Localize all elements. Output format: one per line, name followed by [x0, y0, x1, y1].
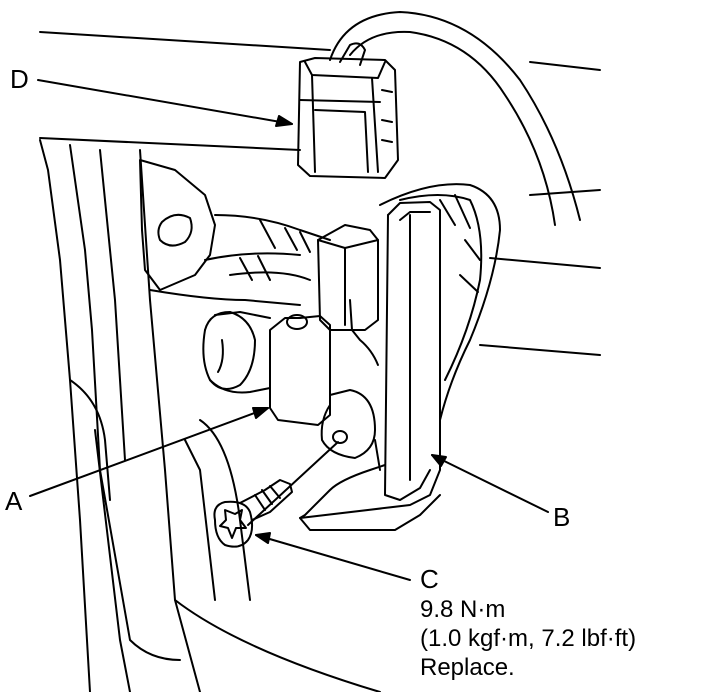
wire-harness [205, 12, 580, 420]
replace-note: Replace. [420, 654, 515, 681]
callout-a: A [5, 486, 23, 516]
callout-c: C [420, 564, 439, 594]
connector-d [298, 58, 398, 178]
arrowhead-a [252, 407, 269, 419]
bolt-c [214, 480, 292, 547]
leader-c [256, 535, 410, 580]
callout-b: B [553, 502, 571, 532]
leader-b [432, 455, 548, 512]
bracket-b [300, 202, 440, 530]
torque-spec-alt: (1.0 kgf·m, 7.2 lbf·ft) [420, 625, 637, 652]
callout-d: D [10, 64, 29, 94]
leader-a [30, 408, 268, 496]
leader-c-bolt [248, 442, 338, 525]
bracket-tab [140, 160, 300, 305]
arrowhead-b [431, 454, 447, 467]
leader-d [38, 80, 292, 124]
leader-lines [30, 80, 548, 580]
arrowhead-d [275, 115, 293, 127]
sensor-a [203, 225, 378, 458]
torque-spec-nm: 9.8 N·m [420, 596, 506, 623]
body-panel [40, 32, 600, 692]
arrowhead-c [255, 532, 271, 544]
